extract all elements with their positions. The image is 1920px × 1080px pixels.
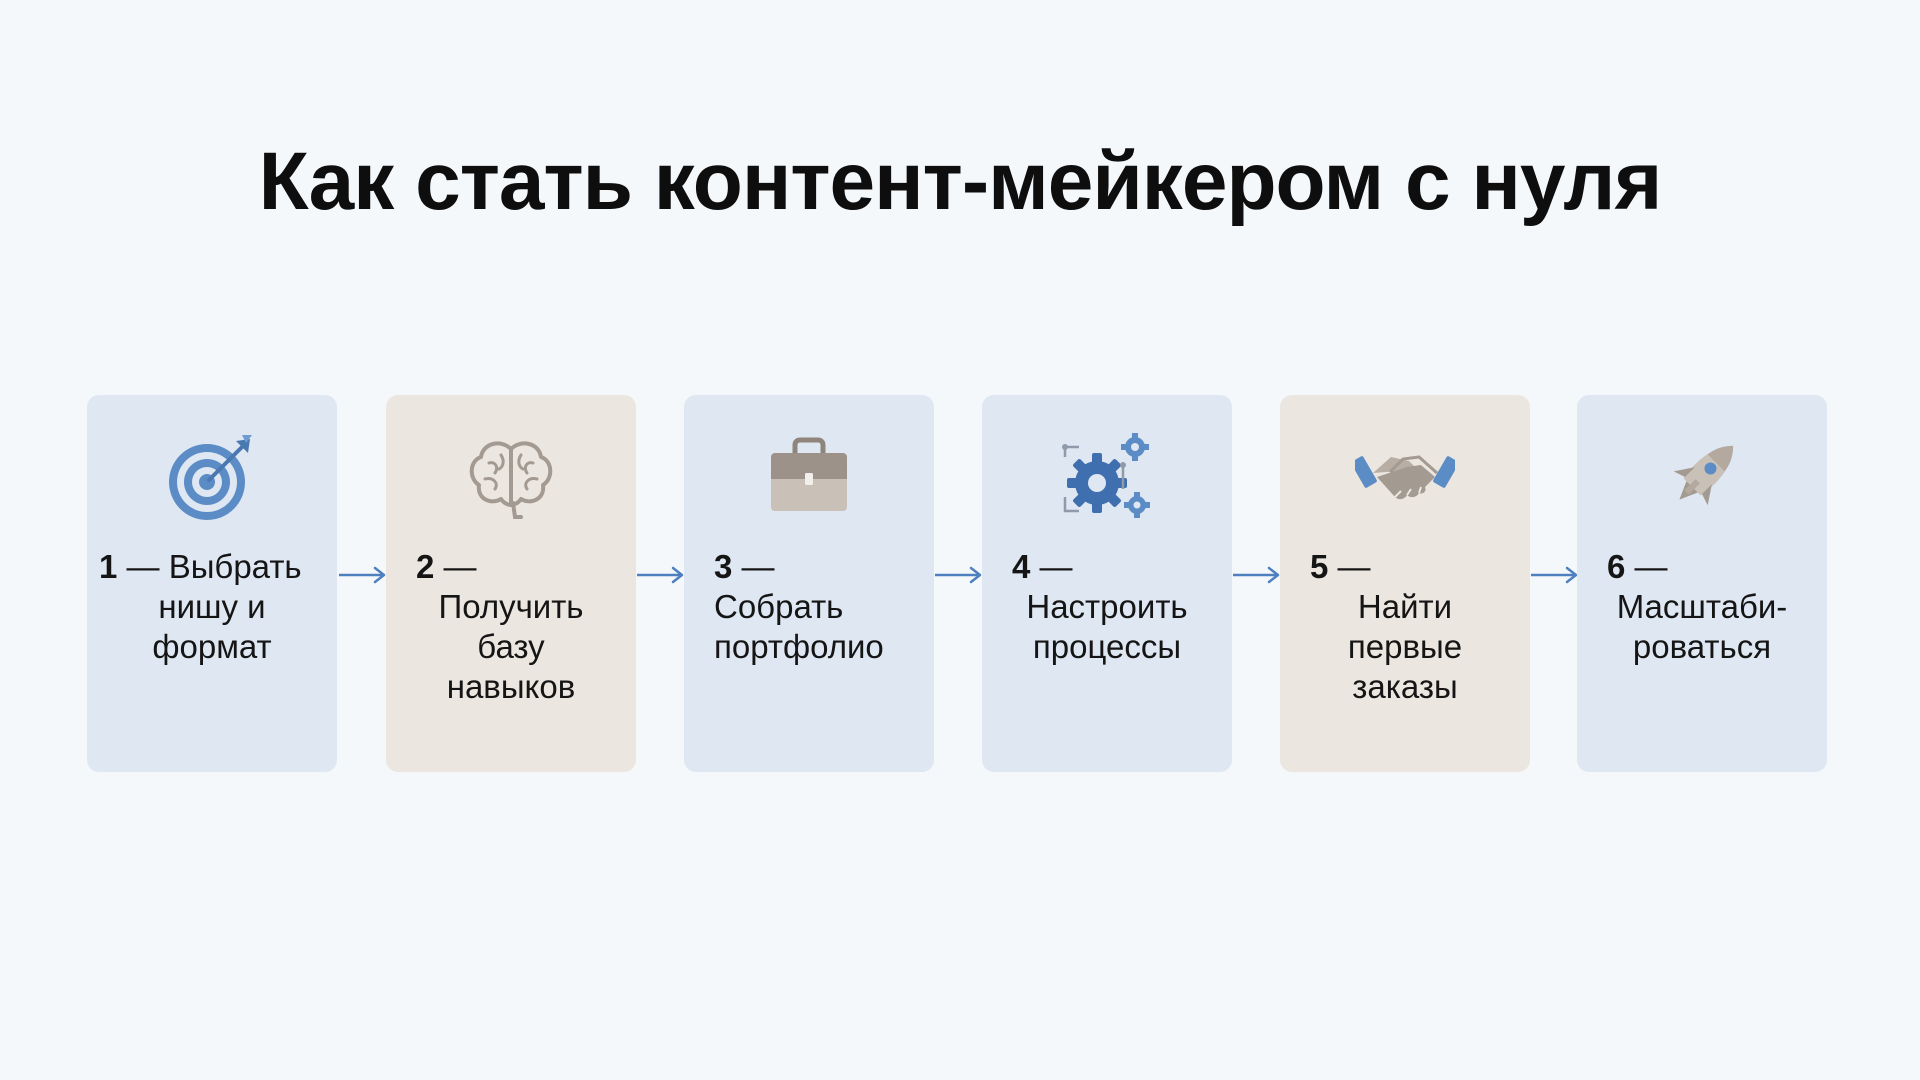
step-text-4-line-1: Настроить <box>1026 588 1188 625</box>
step-text-2-line-3: навыков <box>446 668 576 705</box>
step-label-6: 6 — Масштаби- роваться <box>1587 547 1817 667</box>
step-text-6-line-2: роваться <box>1632 628 1772 665</box>
step-text-1-line-2: нишу и <box>158 588 266 625</box>
briefcase-icon <box>759 427 859 527</box>
step-label-4: 4 — Настроить процессы <box>992 547 1222 667</box>
step-text-5-line-2: первые <box>1347 628 1463 665</box>
step-label-3: 3 — Собрать портфолио <box>694 547 924 667</box>
handshake-icon <box>1355 427 1455 527</box>
step-card-5: 5 — Найти первые заказы <box>1280 395 1530 772</box>
target-icon <box>162 427 262 527</box>
step-text-4-line-2: процессы <box>1032 628 1182 665</box>
step-number-6: 6 <box>1607 548 1626 585</box>
step-number-5: 5 <box>1310 548 1329 585</box>
step-dash-5: — <box>1337 548 1371 585</box>
step-dash-3: — <box>741 548 775 585</box>
step-text-6-line-1: Масштаби- <box>1616 588 1788 625</box>
step-text-3-line-1: Собрать <box>714 588 844 625</box>
step-card-1: 1 — Выбрать нишу и формат <box>87 395 337 772</box>
brain-icon <box>461 427 561 527</box>
arrow-4-5 <box>1231 563 1281 587</box>
step-number-2: 2 <box>416 548 435 585</box>
step-dash-1: — <box>126 548 160 585</box>
steps-flow: 1 — Выбрать нишу и формат 2 — <box>87 395 1827 772</box>
step-text-5-line-3: заказы <box>1352 668 1458 705</box>
step-card-3: 3 — Собрать портфолио <box>684 395 934 772</box>
step-number-3: 3 <box>714 548 733 585</box>
rocket-icon <box>1652 427 1752 527</box>
step-text-2-line-2: базу <box>477 628 545 665</box>
arrow-2-3 <box>635 563 685 587</box>
step-text-5-line-1: Найти <box>1357 588 1453 625</box>
step-card-2: 2 — Получить базу навыков <box>386 395 636 772</box>
step-text-3-line-2: портфолио <box>714 628 884 665</box>
step-dash-4: — <box>1039 548 1073 585</box>
step-dash-6: — <box>1634 548 1668 585</box>
step-text-1-line-1: Выбрать <box>168 548 302 585</box>
page-title: Как стать контент-мейкером с нуля <box>258 136 1663 227</box>
step-text-1-line-3: формат <box>152 628 272 665</box>
step-dash-2: — <box>443 548 477 585</box>
step-label-2: 2 — Получить базу навыков <box>396 547 626 707</box>
step-text-2-line-1: Получить <box>438 588 584 625</box>
arrow-1-2 <box>337 563 387 587</box>
arrow-5-6 <box>1529 563 1579 587</box>
step-number-4: 4 <box>1012 548 1031 585</box>
step-card-4: 4 — Настроить процессы <box>982 395 1232 772</box>
step-number-1: 1 <box>99 548 118 585</box>
gears-icon <box>1057 427 1157 527</box>
step-label-1: 1 — Выбрать нишу и формат <box>97 547 327 667</box>
step-label-5: 5 — Найти первые заказы <box>1290 547 1520 707</box>
arrow-3-4 <box>933 563 983 587</box>
step-card-6: 6 — Масштаби- роваться <box>1577 395 1827 772</box>
